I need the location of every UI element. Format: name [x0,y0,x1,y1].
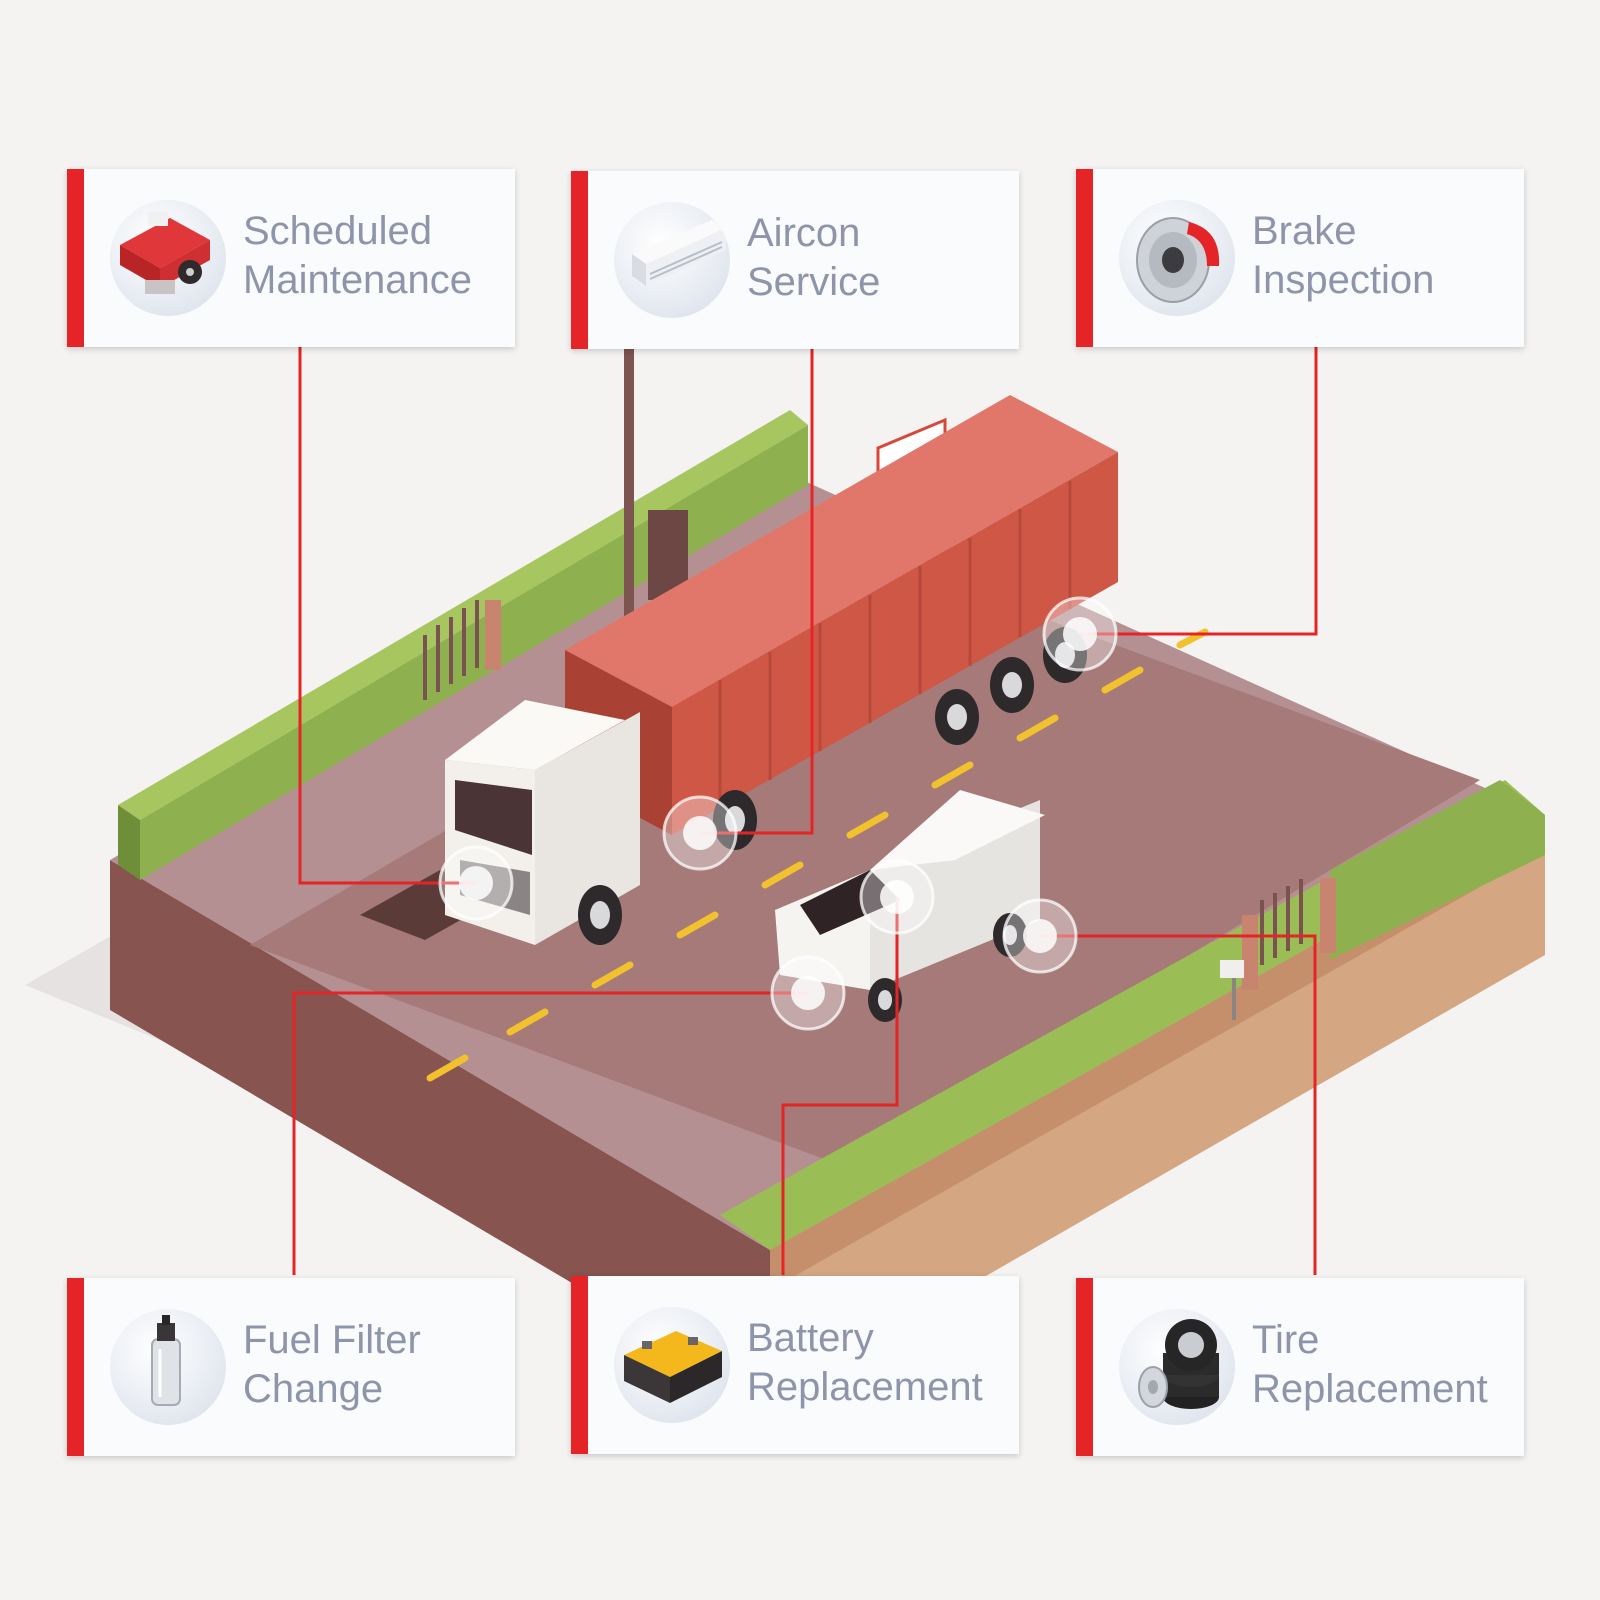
service-card-brake-inspection[interactable]: Brake Inspection [1076,169,1524,347]
van-body-side [870,800,1040,990]
lamp-post [624,345,634,620]
service-label-line-2: Change [243,1367,384,1411]
connector-fuel-filter-change [292,991,808,1275]
container-side [672,452,1118,835]
card-accent-bar [67,169,84,347]
battery-icon [614,1307,730,1423]
lane-markings [426,628,1209,1082]
connector-lines [292,345,1318,1275]
fence-front [1260,879,1303,965]
van-roof [870,790,1045,870]
fence-back [423,600,479,700]
hedge-back-side [140,425,808,880]
block-left-side [110,860,770,1400]
card-accent-bar [1076,1278,1093,1456]
engine-icon [110,200,226,316]
connector-scheduled-maintenance [298,345,476,885]
hedge-back-front [118,805,140,880]
truck-cab-roof [445,700,625,770]
hotspot-fuel-filter-change-dot [791,976,825,1010]
hotspot-tire-replacement-dot [1023,919,1057,953]
card-accent-bar [67,1278,84,1456]
truck-front-hub [590,901,610,929]
service-card-fuel-filter-change[interactable]: Fuel Filter Change [67,1278,515,1456]
truck-windshield [455,780,532,855]
service-label-line-2: Service [747,260,881,304]
hotspot-scheduled-maintenance-dot [459,866,493,900]
service-label: Scheduled Maintenance [243,207,505,305]
service-label-line-1: Scheduled [243,209,433,253]
van-rear-hub [1003,925,1017,945]
service-label-line-1: Brake [1252,209,1357,253]
fence-pillar-back [485,600,501,670]
service-label: Battery Replacement [747,1314,1009,1412]
fence-pillar-front-1 [1242,915,1258,990]
hotspot-aircon-service-dot [683,816,717,850]
service-card-battery-replacement[interactable]: Battery Replacement [571,1276,1019,1454]
container-top [565,395,1118,707]
service-label: Brake Inspection [1252,207,1514,305]
truck-cab-side [535,712,640,945]
service-label-line-2: Replacement [747,1365,983,1409]
service-label-line-2: Maintenance [243,258,473,302]
service-label-line-1: Tire [1252,1318,1320,1362]
service-label-line-1: Aircon [747,211,861,255]
service-label: Tire Replacement [1252,1316,1514,1414]
connector-tire-replacement [1040,934,1317,1275]
hotspot-brake-inspection-dot [1063,617,1097,651]
hotspots [438,596,1118,1031]
tire-stack-icon [1119,1309,1235,1425]
mailbox-post [1232,975,1236,1020]
air-conditioner-icon [614,202,730,318]
service-card-aircon-service[interactable]: Aircon Service [571,171,1019,349]
service-label-line-1: Battery [747,1316,874,1360]
van-front-hub [878,990,892,1010]
hotspot-battery-replacement-dot [880,880,914,914]
trailer-wheels [935,627,1087,745]
connector-brake-inspection [1080,345,1318,636]
service-label-line-2: Inspection [1252,258,1435,302]
fuel-filter-icon [110,1309,226,1425]
card-accent-bar [571,1276,588,1454]
service-label: Fuel Filter Change [243,1316,505,1414]
service-card-scheduled-maintenance[interactable]: Scheduled Maintenance [67,169,515,347]
road [250,565,1480,1165]
card-accent-bar [1076,169,1093,347]
service-label: Aircon Service [747,209,1009,307]
connector-battery-replacement [781,897,899,1275]
service-label-line-2: Replacement [1252,1367,1488,1411]
card-accent-bar [571,171,588,349]
container-ribs [718,481,1072,808]
block-right-side [770,815,1545,1400]
service-label-line-1: Fuel Filter [243,1318,421,1362]
van-windshield [800,870,900,935]
fence-pillar-front-2 [1320,878,1336,953]
service-card-tire-replacement[interactable]: Tire Replacement [1076,1278,1524,1456]
grass-front-strip [1330,780,1545,960]
mailbox [1220,960,1244,978]
brake-disc-icon [1119,200,1235,316]
